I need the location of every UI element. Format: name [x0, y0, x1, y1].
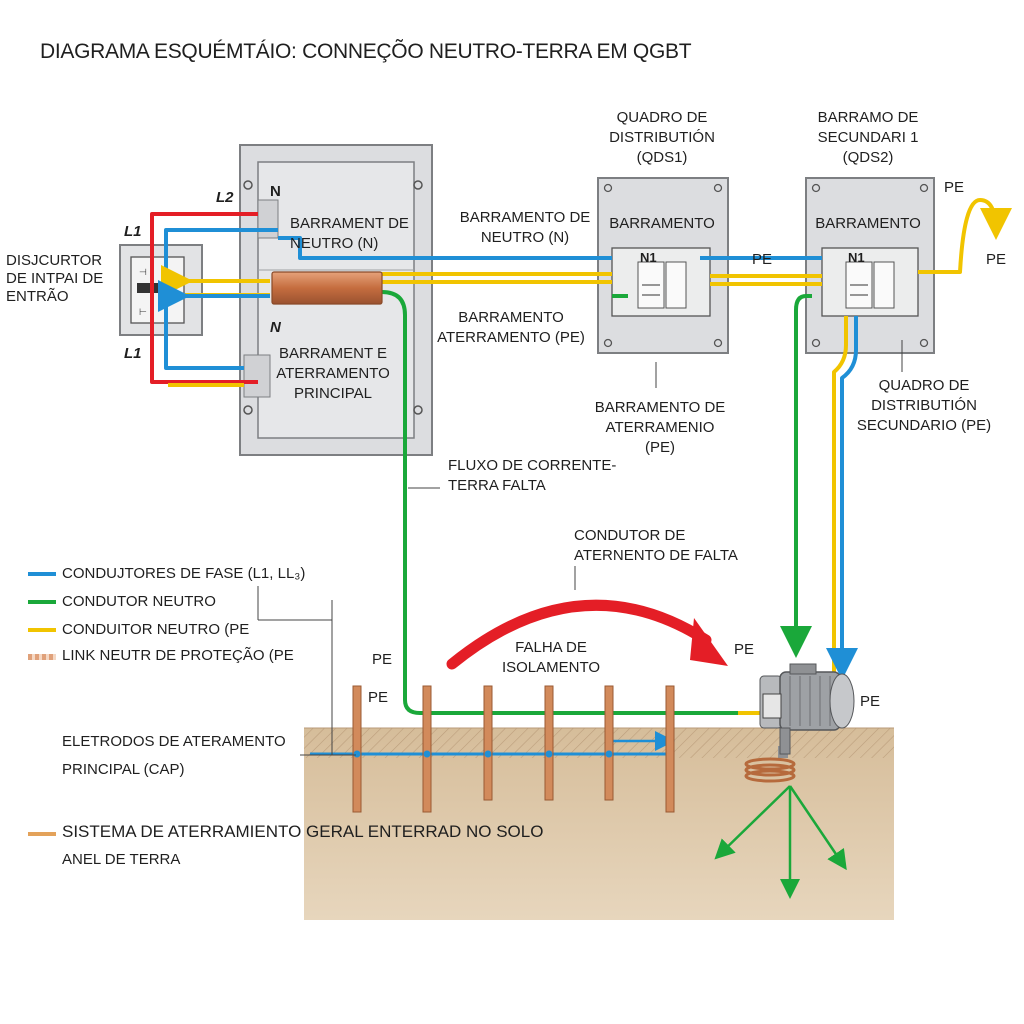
qds1-n1: N1: [640, 250, 657, 265]
pe-tag-motor-right: PE: [860, 693, 881, 710]
earth-bus-label: BARRAMENTO ATERRAMENTO (PE): [437, 309, 585, 346]
pe-tag-qds2-top: PE: [944, 179, 965, 196]
pe-tag-between-panels: PE: [752, 251, 773, 268]
legend-pe: CONDUITOR NEUTRO (PE: [62, 621, 250, 638]
legend-neutral: CONDUTOR NEUTRO: [62, 593, 216, 610]
legend-swatch-phase: [28, 572, 56, 576]
insulation-fault-label: FALHA DE ISOLAMENTO: [501, 639, 601, 676]
fault-arrow-head: [690, 618, 728, 666]
neutral-conductors: [381, 290, 812, 715]
ground-dissipation-arrows: [714, 785, 847, 899]
qds2-panel: [805, 177, 935, 354]
neutral-bar-label: BARRAMENT DE NEUTRO (N): [290, 215, 409, 252]
earth-bar-label: BARRAMENT E ATERRAMENTO PRINCIPAL: [276, 345, 390, 402]
pe-tag-motor-top: PE: [734, 641, 755, 658]
qds1-panel: [597, 177, 729, 354]
phase-to-motor: [158, 280, 858, 680]
qds1-title: QUADRO DE DISTRIBUTIÓN (QDS1): [609, 109, 715, 166]
grounding-system-line2: ANEL DE TERRA: [62, 851, 181, 868]
label-l2: L2: [216, 189, 234, 206]
live-conductor: [150, 212, 258, 384]
fault-conductor-label: CONDUTOR DE ATERNENTO DE FALTA: [574, 527, 738, 564]
motor: [759, 663, 855, 758]
svg-text:⊢: ⊢: [139, 307, 147, 317]
label-l1-bottom: L1: [124, 345, 142, 362]
main-breaker: ⊣ ⊢: [119, 244, 203, 336]
electrodes-label: ELETRODOS DE ATERAMENTO PRINCIPAL (CAP): [62, 733, 286, 778]
qds2-n1: N1: [848, 250, 865, 265]
grounding-system-line1: SISTEMA DE ATERRAMIENTO GERAL ENTERRAD N…: [62, 822, 544, 841]
breaker-label: DISJCURTOR DE INTPAI DE ENTRÃO: [6, 252, 104, 305]
leader-lines: [257, 340, 903, 756]
legend-swatch-pe: [28, 628, 56, 632]
fault-flow-label: FLUXO DE CORRENTE-TERRA FALTA: [448, 457, 617, 494]
qds2-title: BARRAMO DE SECUNDARI 1 (QDS2): [817, 109, 919, 166]
neutral-bus-label: BARRAMENTO DE NEUTRO (N): [459, 209, 591, 246]
legend-swatch-grounding: [28, 832, 56, 836]
neutral-earth-link: [271, 271, 383, 305]
pe-tag-fence-upper: PE: [372, 651, 393, 668]
legend-phase: CONDUJTORES DE FASE (L1, LL₃): [62, 565, 306, 582]
soil: [304, 727, 894, 920]
pe-tag-fence-lower: PE: [368, 689, 389, 706]
pe-tag-qds2-arrow: PE: [986, 251, 1007, 268]
diagram-title: DIAGRAMA ESQUÉMTÁIO: CONNEÇÕO NEUTRO-TER…: [40, 40, 692, 63]
motor-earth-coil: [744, 757, 796, 783]
earth-electrodes: [310, 685, 675, 813]
fault-current-arc: [446, 599, 712, 670]
label-l1-top: L1: [124, 223, 142, 240]
qds2-below-label: QUADRO DE DISTRIBUTIÓN SECUNDARIO (PE): [856, 377, 992, 434]
legend-swatch-neutral: [28, 600, 56, 604]
qds1-bar-label: BARRAMENTO: [609, 215, 715, 232]
qds1-below-label: BARRAMENTO DE ATERRAMENIO (PE): [594, 399, 726, 456]
legend-link: LINK NEUTR DE PROTEÇÃO (PE: [62, 647, 294, 664]
qds2-bar-label: BARRAMENTO: [815, 215, 921, 232]
svg-text:⊣: ⊣: [139, 267, 147, 277]
legend-swatch-link: [28, 654, 56, 660]
label-n-top: N: [270, 183, 281, 200]
label-n-mid: N: [270, 319, 281, 336]
